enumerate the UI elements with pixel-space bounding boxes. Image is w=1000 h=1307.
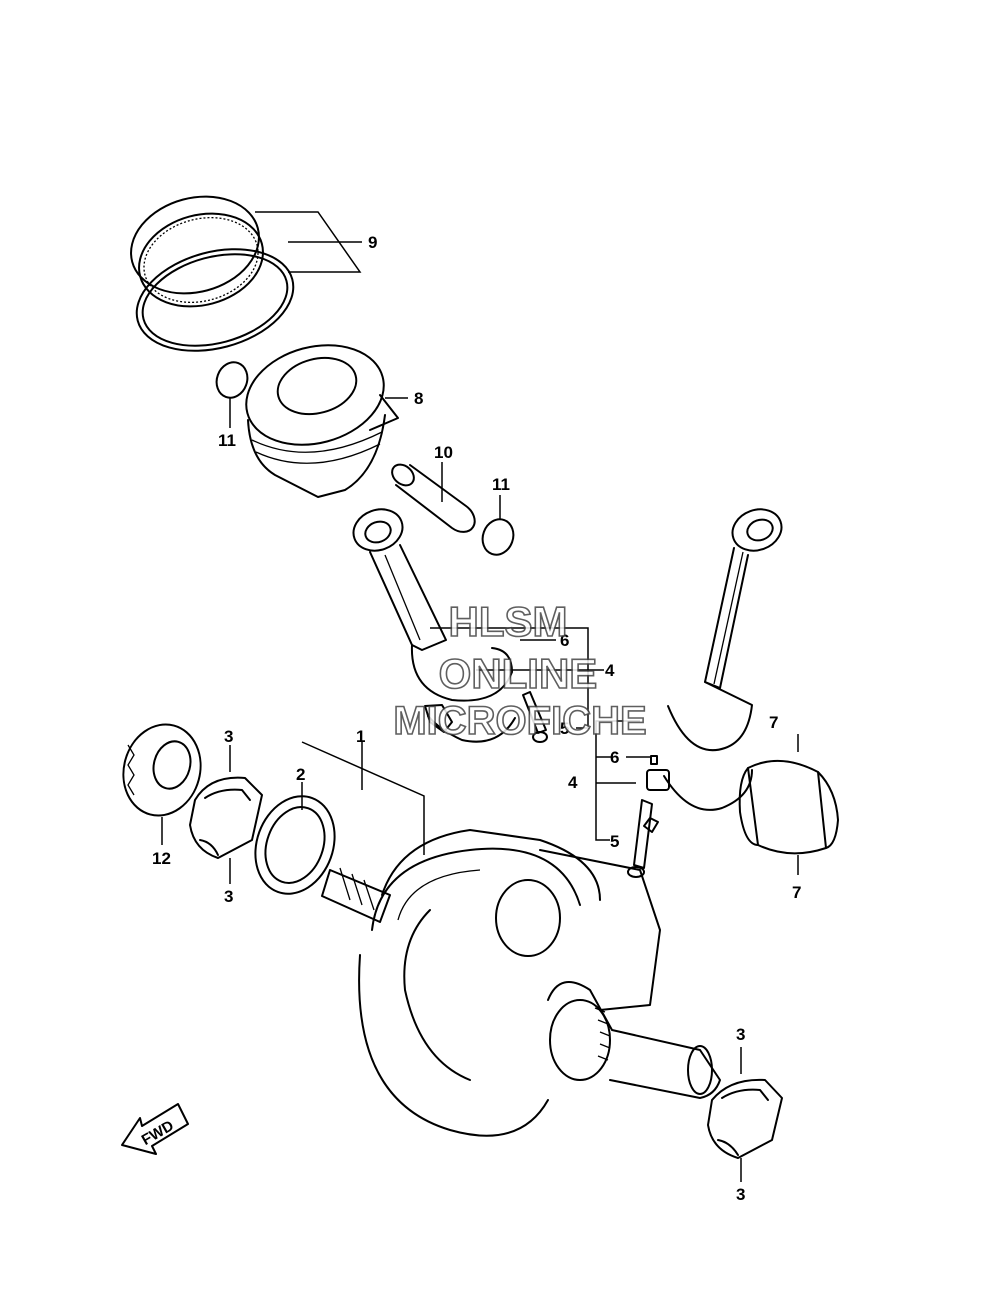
crankshaft (321, 829, 721, 1137)
callout-4-right: 4 (568, 773, 578, 792)
callout-5-left: 5 (560, 719, 569, 738)
callout-5-right: 5 (610, 832, 619, 851)
primary-drive-gear (122, 723, 202, 845)
callout-9: 9 (368, 233, 377, 252)
watermark-line-1: HLSM (449, 598, 568, 645)
callout-10: 10 (434, 443, 453, 462)
thrust-washer (254, 795, 336, 895)
connecting-rod-left (352, 508, 548, 743)
callout-7-top: 7 (769, 713, 778, 732)
watermark-line-3: MICROFICHE (393, 699, 646, 743)
callout-8: 8 (414, 389, 423, 408)
piston (245, 344, 399, 498)
fwd-label: FWD (139, 1117, 177, 1149)
piston-pin (391, 463, 476, 533)
crank-main-bearing-left (189, 776, 263, 859)
callout-3-bottom-right: 3 (736, 1185, 745, 1204)
piston-ring-set (130, 195, 295, 352)
piston-pin-circlip-right (481, 518, 515, 556)
fwd-arrow-icon: FWD (121, 1103, 189, 1155)
crank-main-bearing-right (707, 1078, 783, 1159)
connecting-rod-right (627, 508, 783, 878)
callout-11-right: 11 (492, 475, 510, 494)
watermark-line-2: ONLINE (439, 650, 598, 697)
callout-3-top-right: 3 (736, 1025, 745, 1044)
callout-2: 2 (296, 765, 305, 784)
callout-12: 12 (152, 849, 171, 868)
piston-pin-circlip-left (215, 361, 249, 399)
callout-4-left: 4 (605, 661, 615, 680)
watermark: HLSM ONLINE MICROFICHE (393, 597, 648, 744)
callout-6-right: 6 (610, 748, 619, 767)
conrod-bearing (738, 759, 839, 855)
callout-7-bottom: 7 (792, 883, 801, 902)
callout-3-top-left: 3 (224, 727, 233, 746)
callout-1: 1 (356, 727, 365, 746)
callout-6-left: 6 (560, 631, 569, 650)
callout-11-left: 11 (218, 431, 236, 450)
callout-3-bottom-left: 3 (224, 887, 233, 906)
